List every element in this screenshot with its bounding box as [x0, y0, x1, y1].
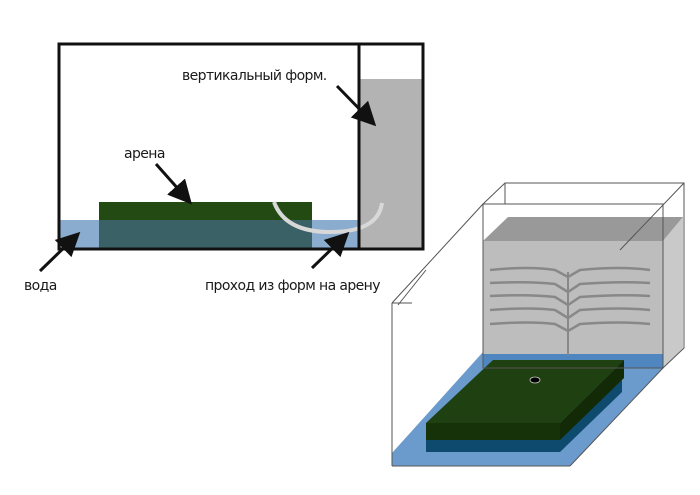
form-top-3d [483, 217, 683, 241]
label-arena: арена [124, 146, 165, 162]
form-side-3d [663, 217, 683, 368]
arena-top-3d [426, 360, 624, 423]
arrow-vertical-form [335, 84, 377, 127]
connector-line [397, 269, 427, 306]
side-view: вертикальный форм. арена вода проход из … [24, 42, 425, 294]
arrow-water [38, 231, 81, 273]
arena-side-3d [560, 360, 624, 440]
perspective-view [391, 182, 685, 467]
label-passage: проход из форм на арену [205, 278, 380, 294]
arrow-passage [310, 231, 350, 270]
tank-outline [391, 182, 685, 467]
arrow-arena [154, 163, 192, 205]
arena-underwater [99, 220, 312, 248]
form-passages [489, 266, 651, 355]
arena-front-3d [426, 423, 560, 440]
label-vertical-form: вертикальный форм. [182, 68, 327, 84]
form-front-3d [483, 241, 663, 368]
arena-base-3d [426, 380, 622, 452]
label-water: вода [24, 278, 57, 294]
aquarium-outline [57, 42, 425, 251]
arena-hole [529, 376, 541, 384]
arena-top [99, 202, 312, 221]
